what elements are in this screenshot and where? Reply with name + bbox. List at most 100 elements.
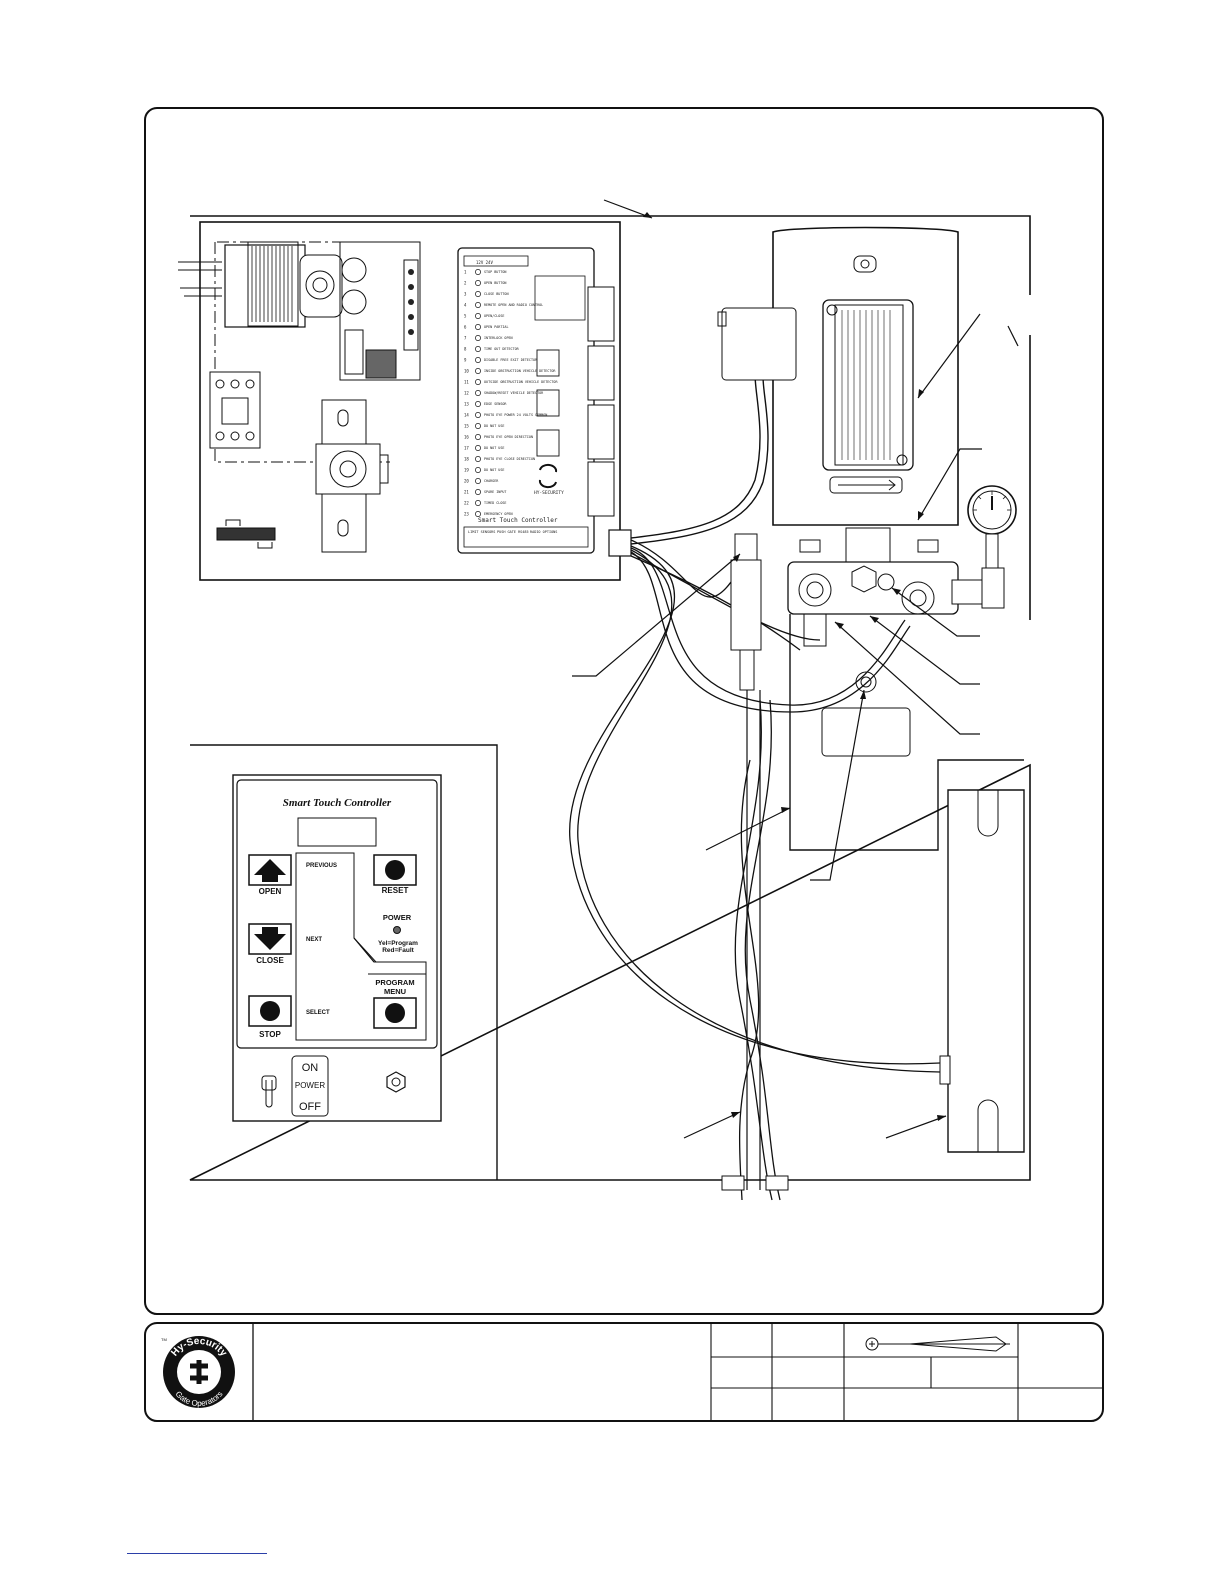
svg-text:14: 14 (464, 413, 469, 418)
footer-link-rule (127, 1553, 267, 1554)
board-terminal-row: 13 EDGE SENSOR (464, 401, 507, 407)
board-terminal-label: OPEN BUTTON (484, 281, 506, 285)
control-panel-inset: Smart Touch Controller (190, 744, 498, 1180)
board-terminal-row: 19 DO NOT USE (464, 467, 504, 473)
logo-tm: TM (161, 1337, 167, 1342)
board-terminal-row: 7 INTERLOCK OPEN (464, 335, 513, 341)
din-rail-relay (315, 399, 389, 553)
board-terminal-label: TIME OUT DETECTOR (484, 347, 520, 351)
svg-text:6: 6 (464, 325, 467, 330)
power-led-legend-2: Red=Fault (382, 947, 414, 954)
board-header-radio: RADIO OPTIONS (530, 530, 557, 534)
board-terminal-row: 1 STOP BUTTON (464, 269, 506, 275)
board-terminal-row: 22 TIMED CLOSE (464, 500, 506, 506)
board-terminal-label: STOP BUTTON (484, 270, 506, 274)
terminal-strip (216, 519, 276, 549)
reservoir (789, 614, 1024, 851)
select-label: SELECT (306, 1010, 330, 1016)
svg-text:1: 1 (464, 270, 467, 275)
svg-text:16: 16 (464, 435, 469, 440)
board-terminal-row: 6 OPEN PARTIAL (464, 324, 509, 330)
board-terminal-label: OPEN PARTIAL (484, 325, 509, 329)
drawing-frame (144, 107, 1104, 1315)
conduit-cables (569, 359, 941, 1073)
mounting-bracket (939, 789, 1025, 1153)
board-terminal-label: INTERLOCK OPEN (484, 336, 513, 340)
svg-text:11: 11 (464, 380, 469, 385)
svg-text:9: 9 (464, 358, 467, 363)
board-terminal-row: 11 OUTSIDE OBSTRUCTION VEHICLE DETECTOR (464, 379, 558, 385)
close-button[interactable]: CLOSE (248, 923, 292, 965)
svg-text:19: 19 (464, 468, 469, 473)
svg-text:3: 3 (464, 292, 467, 297)
board-terminal-label: OUTSIDE OBSTRUCTION VEHICLE DETECTOR (484, 380, 558, 384)
previous-label: PREVIOUS (306, 863, 337, 869)
reset-button[interactable]: RESET (373, 854, 417, 895)
board-terminal-label: DO NOT USE (484, 446, 504, 450)
hydraulic-motor (717, 226, 959, 526)
board-terminal-row: 8 TIME OUT DETECTOR (464, 346, 520, 352)
svg-text:12: 12 (464, 391, 469, 396)
program-menu-button[interactable]: PROGRAM MENU (373, 978, 417, 1029)
close-label: CLOSE (256, 956, 284, 965)
board-terminal-row: 23 EMERGENCY OPEN (464, 511, 513, 517)
svg-text:4: 4 (464, 303, 467, 308)
svg-text:10: 10 (464, 369, 469, 374)
board-terminal-row: 17 DO NOT USE (464, 445, 504, 451)
power-led-label: POWER (383, 913, 412, 922)
power-switch[interactable]: ON POWER OFF (291, 1055, 329, 1117)
board-terminal-label: EMERGENCY OPEN (484, 512, 513, 516)
valve-cartridge (730, 533, 762, 1190)
power-switch-label: POWER (295, 1081, 325, 1090)
board-terminal-label: DO NOT USE (484, 424, 504, 428)
svg-text:22: 22 (464, 501, 469, 506)
stop-label: STOP (259, 1030, 281, 1039)
hy-security-logo: TM Hy-Security Gate Operators (161, 1336, 235, 1408)
board-header-push: PUSH GATE RS485 (497, 530, 529, 534)
controller-title: Smart Touch Controller (283, 797, 392, 809)
board-terminal-label: TIMED CLOSE (484, 501, 506, 505)
board-terminal-label: CHARGER (484, 479, 499, 483)
board-terminal-row: 15 DO NOT USE (464, 423, 504, 429)
arrow-up-icon (254, 859, 286, 882)
svg-text:17: 17 (464, 446, 469, 451)
board-terminal-label: SHADOW/RESET VEHICLE DETECTOR (484, 391, 544, 395)
stop-button[interactable]: STOP (248, 995, 292, 1039)
transformer (224, 241, 343, 328)
board-terminal-label: DO NOT USE (484, 468, 504, 472)
next-label: NEXT (306, 937, 322, 943)
board-terminal-label: PHOTO EYE CLOSE DIRECTION (484, 457, 535, 461)
arrow-down-icon (254, 927, 286, 950)
board-terminal-label: PHOTO EYE POWER 24 VOLTS COMMON (484, 413, 547, 417)
board-terminal-label: CLOSE BUTTON (484, 292, 509, 296)
toggle-switch-icon[interactable] (261, 1075, 277, 1108)
board-terminal-row: 20 CHARGER (464, 478, 499, 484)
svg-text:7: 7 (464, 336, 467, 341)
svg-text:12V 24V: 12V 24V (476, 260, 493, 265)
svg-text:20: 20 (464, 479, 469, 484)
svg-text:15: 15 (464, 424, 469, 429)
program-label: PROGRAM (375, 978, 414, 987)
menu-label: MENU (384, 987, 406, 996)
pressure-gauge (967, 485, 1017, 569)
board-terminal-row: 4 REMOTE OPEN AND RADIO CONTROL (464, 302, 543, 308)
display-window (297, 817, 377, 847)
title-block-frame (144, 1322, 1104, 1422)
leader-lines (572, 313, 1019, 1139)
svg-text:13: 13 (464, 402, 469, 407)
svg-text:23: 23 (464, 512, 469, 517)
board-terminal-label: REMOTE OPEN AND RADIO CONTROL (484, 303, 543, 307)
board-terminal-label: EDGE SENSOR (484, 402, 507, 406)
open-button[interactable]: OPEN (248, 854, 292, 896)
board-terminal-label: OPEN/CLOSE (484, 314, 504, 318)
svg-text:8: 8 (464, 347, 467, 352)
reset-label: RESET (382, 886, 409, 895)
